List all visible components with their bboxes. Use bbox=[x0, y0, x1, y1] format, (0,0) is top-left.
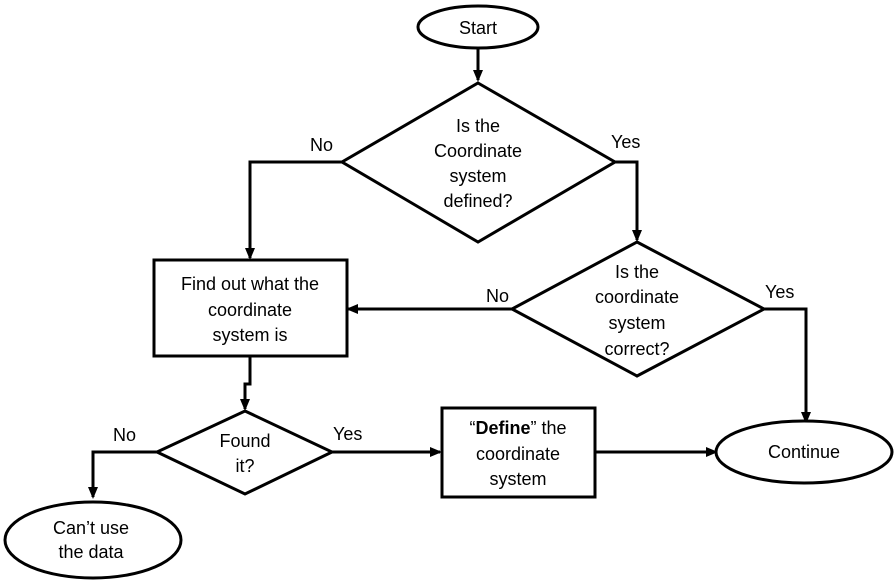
correct-decision bbox=[508, 240, 768, 378]
find-out-label: Find out what the coordinate system is bbox=[181, 274, 319, 345]
cant-use-label: Can’t use the data bbox=[53, 518, 129, 562]
defined-label: Is the Coordinate system defined? bbox=[434, 116, 522, 211]
edge-correct-yes bbox=[764, 307, 811, 424]
continue-label: Continue bbox=[768, 442, 840, 462]
start-terminal bbox=[416, 4, 540, 50]
correct-label-line: system bbox=[608, 313, 665, 333]
connectors bbox=[88, 48, 811, 499]
edge-label-correct-yes: Yes bbox=[765, 282, 794, 302]
edge-label-correct-no: No bbox=[486, 286, 509, 306]
find-out-label-line: Find out what the bbox=[181, 274, 319, 294]
find-out-process bbox=[152, 258, 349, 358]
start-label: Start bbox=[459, 18, 497, 38]
define-label-line: coordinate bbox=[476, 444, 560, 464]
found-decision bbox=[153, 409, 336, 496]
cant-use-label-line: Can’t use bbox=[53, 518, 129, 538]
found-label-line: Found bbox=[219, 431, 270, 451]
defined-label-line: Coordinate bbox=[434, 141, 522, 161]
edge-label-found-yes: Yes bbox=[333, 424, 362, 444]
found-label: Found it? bbox=[219, 431, 270, 476]
edge-defined-no bbox=[245, 160, 342, 260]
correct-label: Is the coordinate system correct? bbox=[595, 262, 679, 359]
define-open-quote: “ bbox=[469, 418, 475, 438]
defined-label-line: defined? bbox=[443, 191, 512, 211]
find-out-label-line: system is bbox=[212, 325, 287, 345]
defined-label-line: system bbox=[449, 166, 506, 186]
correct-label-line: correct? bbox=[604, 339, 669, 359]
find-out-label-line: coordinate bbox=[208, 300, 292, 320]
continue-terminal bbox=[714, 419, 894, 485]
cant-use-label-line: the data bbox=[58, 542, 124, 562]
edge-label-defined-no: No bbox=[310, 135, 333, 155]
edge-found-no bbox=[88, 450, 157, 499]
defined-label-line: Is the bbox=[456, 116, 500, 136]
define-label: “Define” the coordinate system bbox=[469, 418, 566, 489]
define-label-line: system bbox=[489, 469, 546, 489]
found-label-line: it? bbox=[235, 456, 254, 476]
edge-find-to-found bbox=[240, 356, 252, 411]
edge-label-defined-yes: Yes bbox=[611, 132, 640, 152]
define-line1-rest: ” the bbox=[530, 418, 566, 438]
define-bold-word: Define bbox=[475, 418, 530, 438]
edge-defined-yes bbox=[615, 160, 642, 242]
correct-label-line: Is the bbox=[615, 262, 659, 282]
cant-use-terminal bbox=[3, 500, 183, 580]
define-process bbox=[440, 406, 597, 499]
correct-label-line: coordinate bbox=[595, 287, 679, 307]
edge-label-found-no: No bbox=[113, 425, 136, 445]
defined-decision bbox=[339, 81, 618, 244]
define-label-line1: “Define” the bbox=[469, 418, 566, 438]
